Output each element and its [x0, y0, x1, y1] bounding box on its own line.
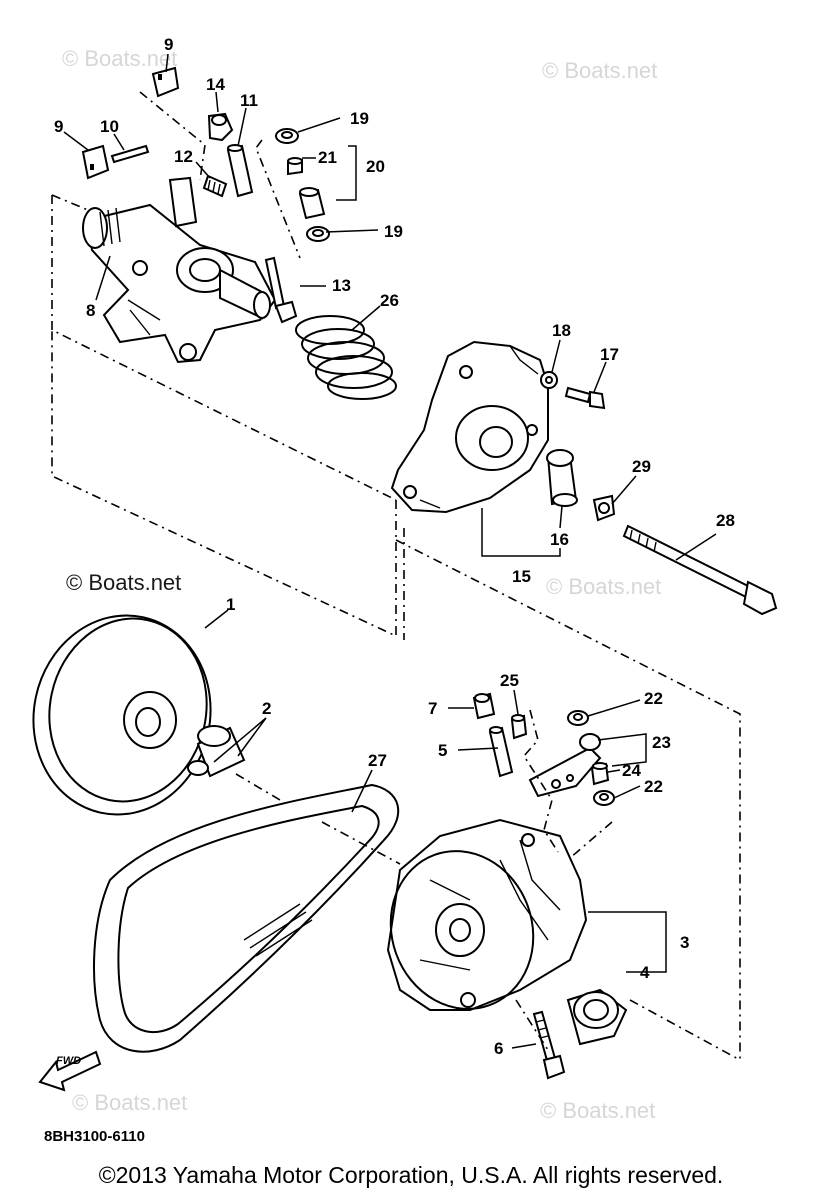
- callout-13: 13: [332, 276, 351, 295]
- part-21-bushing: [287, 157, 303, 176]
- callout-22-top: 22: [644, 689, 663, 708]
- fwd-label: FWD: [56, 1055, 82, 1067]
- part-10-pin: [110, 144, 150, 164]
- part-19-washer-bottom: [306, 226, 330, 242]
- callout-24: 24: [622, 761, 641, 780]
- callout-8: 8: [86, 301, 95, 320]
- callout-2: 2: [262, 699, 271, 718]
- copyright-notice: ©2013 Yamaha Motor Corporation, U.S.A. A…: [98, 1162, 724, 1188]
- part-7-nut: [472, 692, 496, 720]
- part-20-roller: [298, 187, 326, 220]
- part-26-spring: [295, 315, 397, 400]
- callout-27: 27: [368, 751, 387, 770]
- part-5-pin: [488, 726, 514, 778]
- part-18-washer: [540, 371, 558, 389]
- callout-20: 20: [366, 157, 385, 176]
- part-14-nut: [207, 112, 234, 142]
- callout-19-bottom: 19: [384, 222, 403, 241]
- fwd-arrow-icon: [38, 1050, 102, 1092]
- part-19-washer-top: [275, 128, 299, 144]
- callout-19-top: 19: [350, 109, 369, 128]
- callout-9-left: 9: [54, 117, 63, 136]
- part-6-bolt: [532, 1010, 566, 1080]
- callout-18: 18: [552, 321, 571, 340]
- callout-14: 14: [206, 75, 225, 94]
- callout-28: 28: [716, 511, 735, 530]
- callout-11: 11: [240, 91, 258, 110]
- part-24-roller: [590, 762, 610, 786]
- watermark-top-right: © Boats.net: [542, 58, 658, 83]
- callout-3: 3: [680, 933, 689, 952]
- callout-5: 5: [438, 741, 447, 760]
- assembly-boundary-lines: [51, 194, 741, 1061]
- callout-25: 25: [500, 671, 519, 690]
- diagram-code: 8BH3100-6110: [44, 1128, 145, 1145]
- callout-22-bottom: 22: [644, 777, 663, 796]
- callout-29: 29: [632, 457, 651, 476]
- part-13-bolt: [264, 256, 298, 324]
- callout-7: 7: [428, 699, 437, 718]
- watermark-top-left: © Boats.net: [62, 46, 178, 71]
- part-15-cam-plate: [390, 340, 549, 514]
- watermark-bottom-left: © Boats.net: [72, 1090, 188, 1115]
- part-8-sheave-spider: [82, 176, 277, 364]
- callout-6: 6: [494, 1039, 503, 1058]
- part-2-bushing: [187, 725, 246, 778]
- part-25-pin: [510, 714, 528, 740]
- watermark-bottom-right: © Boats.net: [540, 1098, 656, 1123]
- leader-lines: [63, 53, 717, 1049]
- watermark-middle-left: © Boats.net: [66, 570, 182, 595]
- part-23-lever: [528, 733, 602, 798]
- part-3-movable-sheave: [386, 818, 588, 1011]
- callout-16: 16: [550, 530, 569, 549]
- callout-17: 17: [600, 345, 619, 364]
- callout-21: 21: [318, 148, 337, 167]
- part-9-slider-left: [81, 144, 110, 180]
- part-16-bushing: [546, 449, 578, 507]
- part-27-v-belt: [93, 783, 400, 1053]
- watermark-middle-right: © Boats.net: [546, 574, 662, 599]
- callout-4: 4: [640, 963, 650, 982]
- part-9-slider-top: [151, 66, 180, 98]
- callout-10: 10: [100, 117, 119, 136]
- callout-12: 12: [174, 147, 193, 166]
- part-28-long-bolt: [622, 524, 778, 616]
- part-17-bolt: [564, 386, 606, 410]
- part-22-washer-top: [567, 710, 589, 726]
- callout-23: 23: [652, 733, 671, 752]
- callout-15: 15: [512, 567, 531, 586]
- part-1-fixed-sheave: [32, 614, 212, 816]
- callout-26: 26: [380, 291, 399, 310]
- part-22-washer-bottom: [593, 790, 615, 806]
- callout-9-top: 9: [164, 35, 173, 54]
- part-4-bushing: [566, 988, 628, 1046]
- callout-1: 1: [226, 595, 235, 614]
- callout-labels: 9 14 11 19 9 10 12 21 20 19 13 26 8 18 1…: [54, 35, 735, 1058]
- part-11-pin: [226, 144, 254, 198]
- part-12-set-screw: [202, 174, 228, 198]
- part-29-clip: [592, 494, 616, 522]
